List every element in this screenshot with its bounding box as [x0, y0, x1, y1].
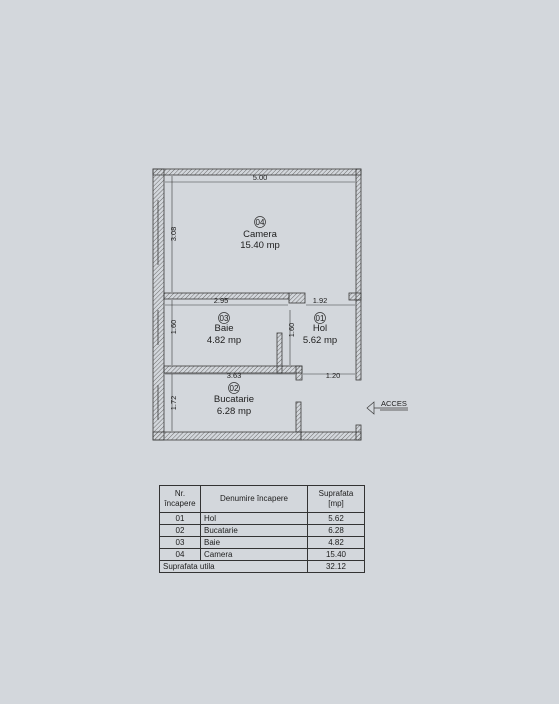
wall-right-camera: [355, 168, 362, 301]
cell-name: Baie: [200, 536, 308, 549]
wall-camera-hol: [288, 292, 306, 304]
dimension-lines: [165, 176, 355, 431]
wall-bottom-right: [300, 431, 362, 441]
dim-bucatarie-height: 1.72: [169, 396, 178, 411]
dim-baie-height: 1.60: [169, 320, 178, 335]
dimension-labels: 5.00 3.08 2.95 1.92 1.60 1.60 3.63 1.20 …: [169, 173, 407, 410]
cell-area: 4.82: [307, 536, 365, 549]
entry-label: ACCES: [381, 399, 407, 408]
dim-hol-width: 1.92: [313, 296, 328, 305]
dim-entry-width: 1.20: [326, 371, 341, 380]
cell-area: 6.28: [307, 524, 365, 537]
room-number: 01: [316, 314, 325, 323]
table-row: 02 Bucatarie 6.28: [159, 524, 365, 537]
room-number: 04: [256, 218, 265, 227]
header-nr: Nr. încapere: [159, 485, 201, 513]
wall-bucatarie-hol-stub: [295, 365, 303, 381]
total-label: Suprafata utila: [159, 560, 308, 573]
cell-nr: 03: [159, 536, 201, 549]
total-value: 32.12: [307, 560, 365, 573]
room-number: 02: [230, 384, 239, 393]
dim-baie-width: 2.95: [214, 296, 229, 305]
cell-name: Camera: [200, 548, 308, 561]
cell-area: 15.40: [307, 548, 365, 561]
dim-camera-width: 5.00: [253, 173, 268, 182]
room-name: Camera: [243, 229, 278, 240]
table-header-row: Nr. încapere Denumire încapere Suprafata…: [159, 485, 365, 513]
table-row: 03 Baie 4.82: [159, 536, 365, 549]
wall-camera-right-stub: [348, 292, 362, 301]
room-number-marker: [254, 216, 266, 228]
room-name: Bucatarie: [214, 394, 254, 405]
room-name: Baie: [214, 323, 233, 334]
room-baie: 03 Baie 4.82 mp: [207, 312, 241, 346]
table-total-row: Suprafata utila 32.12: [159, 560, 365, 573]
room-name: Hol: [313, 323, 327, 334]
wall-left: [152, 168, 165, 441]
cell-nr: 01: [159, 512, 201, 525]
cell-name: Hol: [200, 512, 308, 525]
dim-camera-height: 3.08: [169, 227, 178, 242]
room-area: 15.40 mp: [240, 240, 280, 251]
cell-nr: 04: [159, 548, 201, 561]
wall-bottom-left: [152, 431, 302, 441]
dim-bucatarie-width: 3.63: [227, 371, 242, 380]
room-hol: 01 Hol 5.62 mp: [303, 312, 337, 346]
header-area: Suprafata [mp]: [307, 485, 365, 513]
room-area: 4.82 mp: [207, 335, 241, 346]
entry-arrow: [366, 401, 408, 415]
header-name: Denumire încapere: [200, 485, 308, 513]
room-schedule-table: Nr. încapere Denumire încapere Suprafata…: [159, 485, 365, 573]
room-number: 03: [220, 314, 229, 323]
room-bucatarie: 02 Bucatarie 6.28 mp: [214, 382, 254, 417]
wall-kitchen-stub: [295, 401, 302, 433]
cell-name: Bucatarie: [200, 524, 308, 537]
room-area: 5.62 mp: [303, 335, 337, 346]
wall-right-hol: [355, 299, 362, 381]
cell-area: 5.62: [307, 512, 365, 525]
room-camera: 04 Camera 15.40 mp: [240, 216, 280, 251]
room-number-marker: [218, 312, 230, 324]
room-number-marker: [314, 312, 326, 324]
table-row: 04 Camera 15.40: [159, 548, 365, 561]
room-area: 6.28 mp: [217, 406, 251, 417]
room-number-marker: [228, 382, 240, 394]
dim-hol-height: 1.60: [287, 323, 296, 338]
cell-nr: 02: [159, 524, 201, 537]
walls: [152, 168, 362, 441]
table-row: 01 Hol 5.62: [159, 512, 365, 525]
wall-right-bucatarie: [355, 424, 362, 441]
